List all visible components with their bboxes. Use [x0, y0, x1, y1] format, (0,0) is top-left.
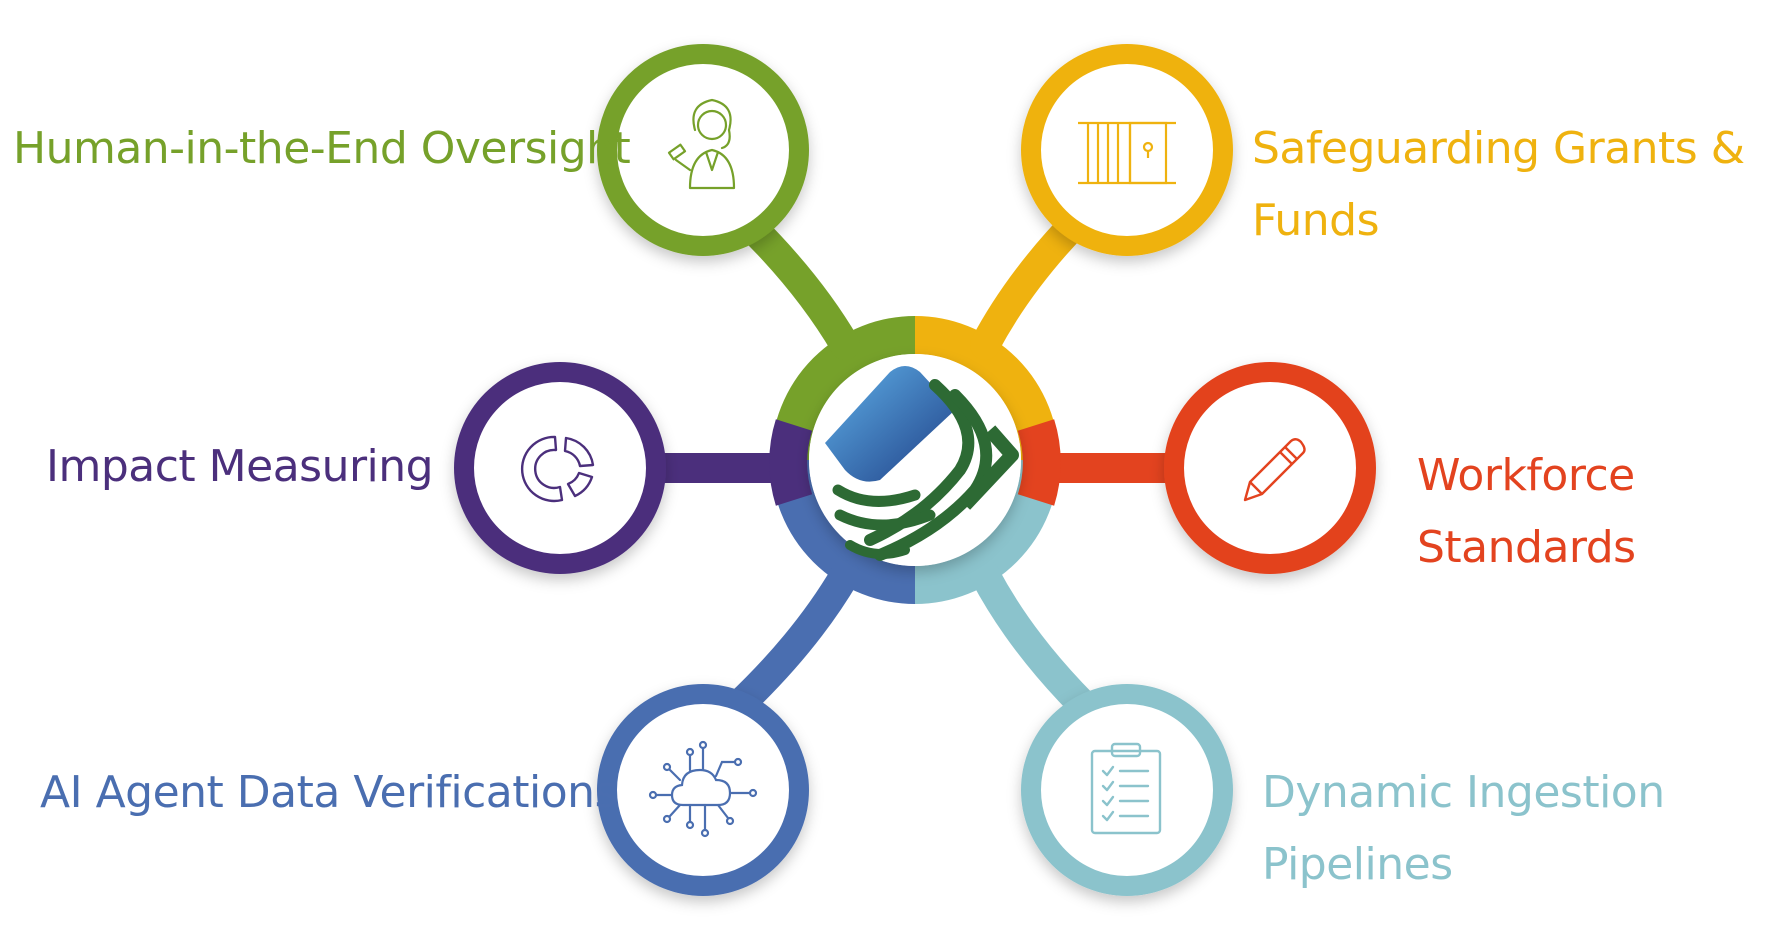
label-workforce: Workforce Standards — [1417, 440, 1636, 584]
label-oversight: Human-in-the-End Oversight — [13, 113, 631, 185]
hub-ring-segment-red — [1017, 419, 1061, 506]
label-ingestion: Dynamic Ingestion Pipelines — [1262, 757, 1665, 901]
label-ingestion-line-2: Pipelines — [1262, 839, 1453, 890]
node-impact — [454, 362, 666, 574]
label-grants-line-2: Funds — [1252, 195, 1380, 246]
node-oversight — [597, 44, 809, 256]
node-verification — [597, 684, 809, 896]
label-impact: Impact Measuring — [46, 431, 434, 503]
label-grants-line-1: Safeguarding Grants & — [1252, 123, 1745, 174]
label-grants: Safeguarding Grants & Funds — [1252, 113, 1745, 257]
label-workforce-line-1: Workforce — [1417, 450, 1635, 501]
label-impact-line-1: Impact Measuring — [46, 441, 434, 492]
node-workforce — [1164, 362, 1376, 574]
label-workforce-line-2: Standards — [1417, 522, 1636, 573]
label-ingestion-line-1: Dynamic Ingestion — [1262, 767, 1665, 818]
cloud-network-icon — [648, 740, 758, 838]
hub-ring-segment-purple — [769, 419, 813, 506]
judge-icon — [667, 98, 736, 190]
pencil-icon — [1243, 438, 1306, 502]
clipboard-checklist-icon — [1090, 742, 1162, 835]
company-logo-icon — [825, 366, 1019, 561]
vault-door-icon — [1078, 121, 1176, 185]
node-ingestion — [1021, 684, 1233, 896]
label-verification: AI Agent Data Verifications — [40, 757, 617, 829]
label-verification-line-1: AI Agent Data Verifications — [40, 767, 617, 818]
label-oversight-line-1: Human-in-the-End Oversight — [13, 123, 631, 174]
donut-chart-icon — [520, 435, 595, 503]
node-grants — [1021, 44, 1233, 256]
